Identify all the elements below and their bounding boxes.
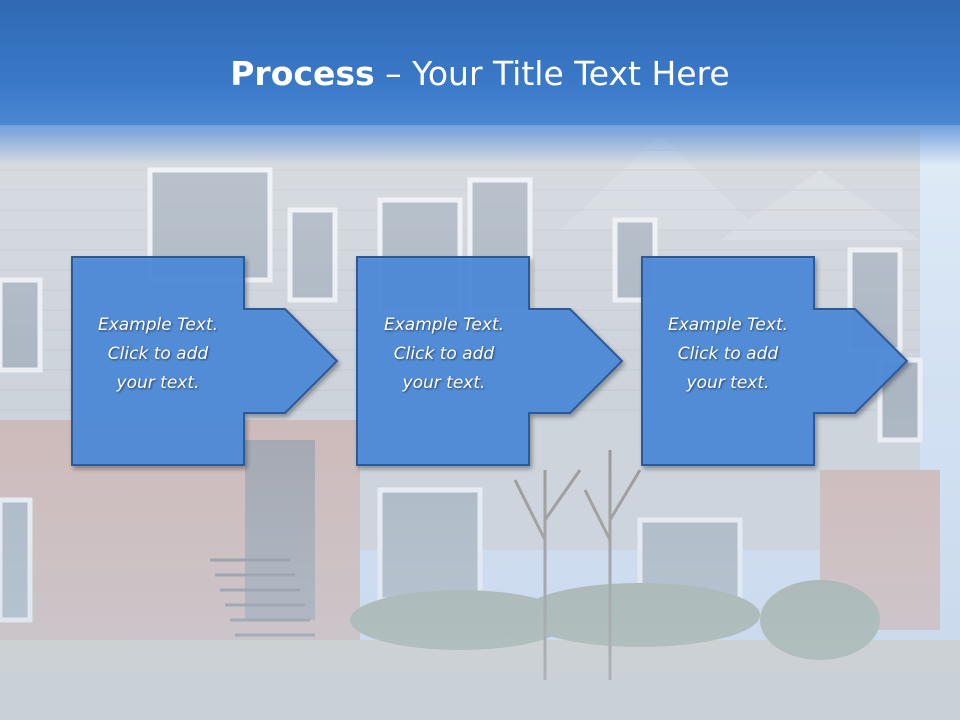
step-1-line-2: Click to add: [107, 344, 209, 364]
title-bar: [0, 0, 960, 125]
process-step-1-text[interactable]: Example Text. Click to add your text.: [72, 311, 244, 398]
step-1-line-3: your text.: [116, 373, 200, 393]
process-step-2-text[interactable]: Example Text. Click to add your text.: [358, 311, 530, 398]
step-3-line-1: Example Text.: [667, 315, 789, 335]
title-text: Your Title Text Here: [412, 54, 730, 93]
process-step-2-arrow[interactable]: [356, 256, 624, 466]
title-dash: –: [374, 54, 413, 93]
step-3-line-2: Click to add: [677, 344, 779, 364]
title-bar-fade: [0, 125, 960, 165]
step-2-line-3: your text.: [402, 373, 486, 393]
slide-title[interactable]: Process – Your Title Text Here: [0, 52, 960, 96]
step-3-line-3: your text.: [686, 373, 770, 393]
step-1-line-1: Example Text.: [97, 315, 219, 335]
process-step-3-text[interactable]: Example Text. Click to add your text.: [642, 311, 814, 398]
process-step-1-arrow[interactable]: [71, 256, 339, 466]
step-2-line-1: Example Text.: [383, 315, 505, 335]
title-bold-word: Process: [230, 54, 375, 93]
process-step-3-arrow[interactable]: [641, 256, 909, 466]
step-2-line-2: Click to add: [393, 344, 495, 364]
